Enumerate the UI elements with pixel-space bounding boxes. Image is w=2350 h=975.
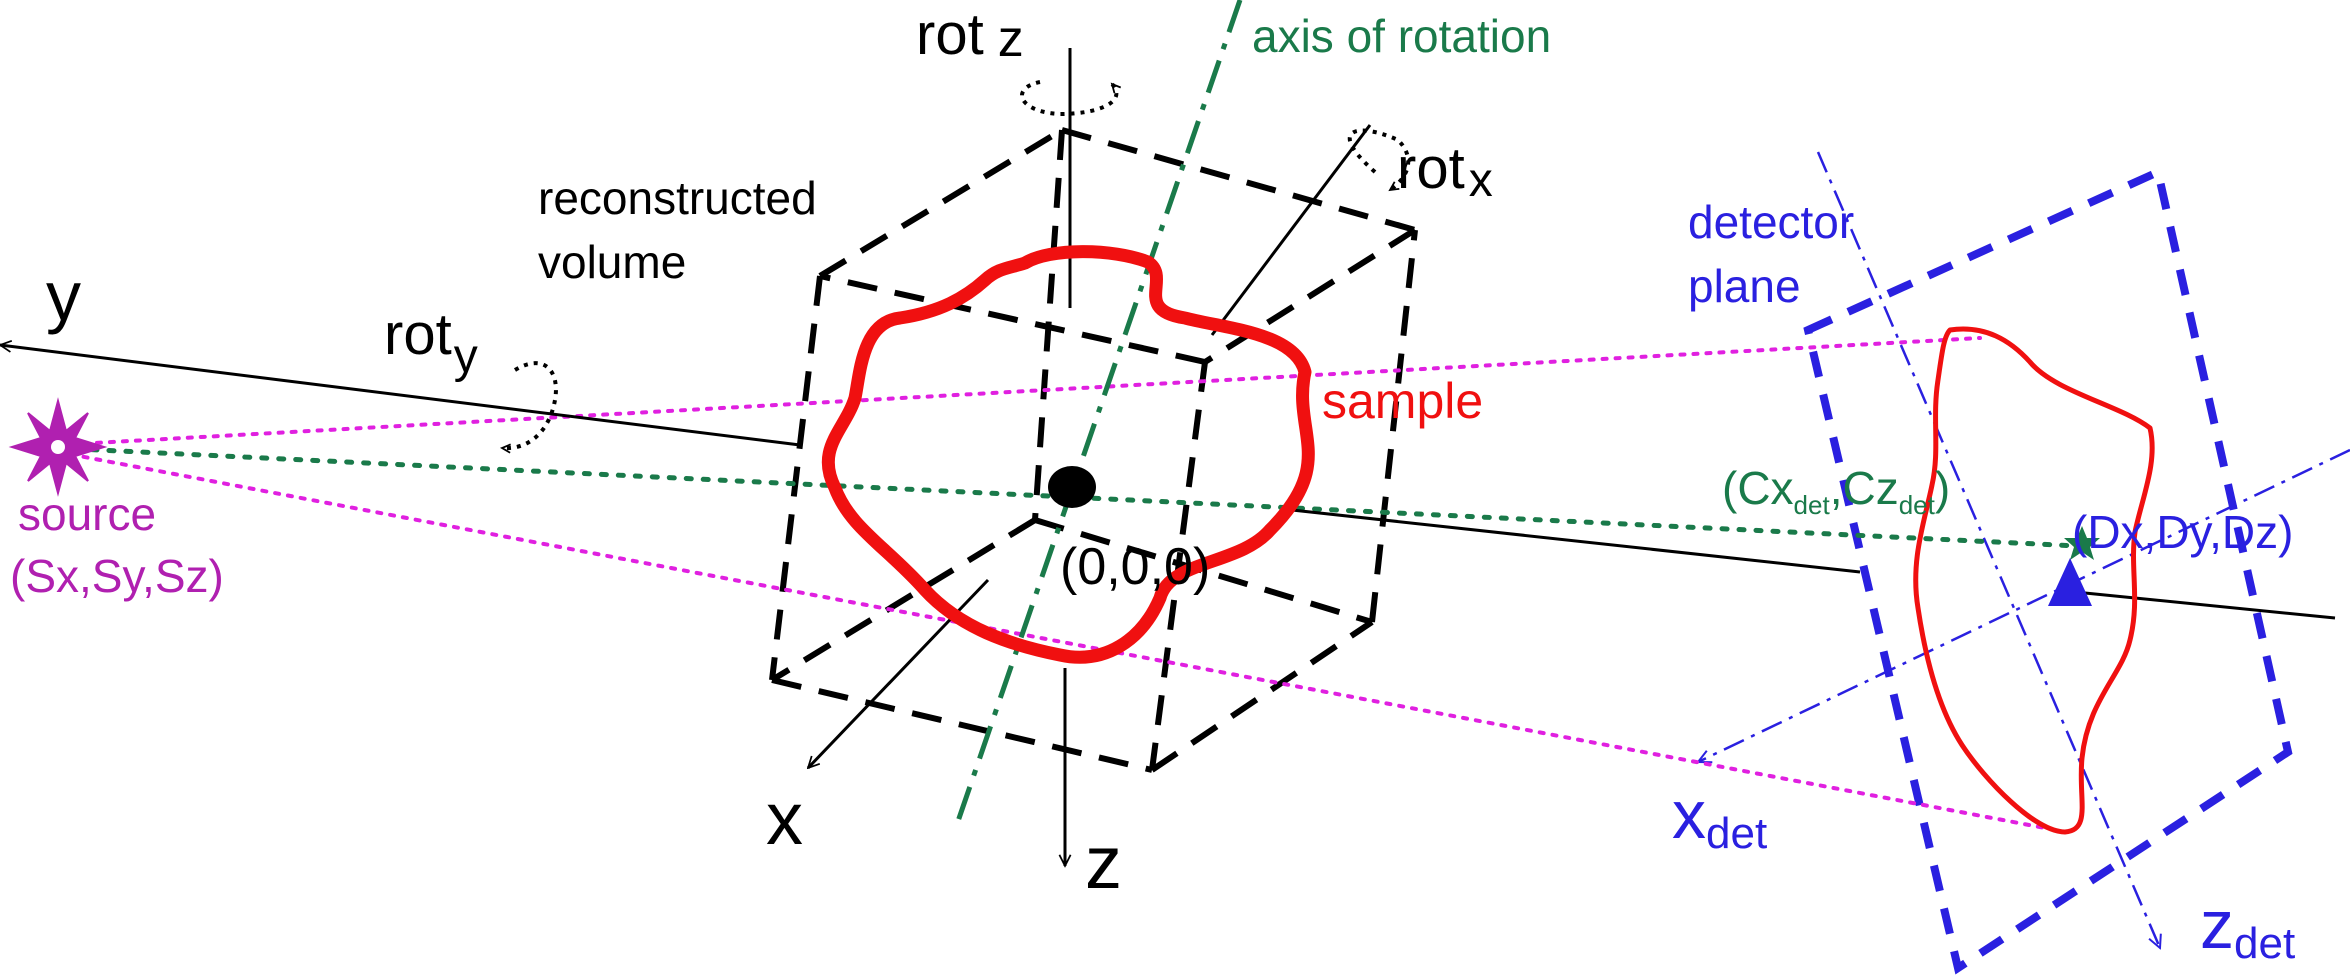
y-axis-line — [0, 345, 801, 447]
x-det-label: xdet — [1672, 777, 1767, 858]
origin-point — [1048, 466, 1096, 508]
x-axis-line-far — [1210, 124, 1372, 336]
detector-position-label: (Dx,Dy,Dz) — [2072, 506, 2293, 558]
sample-label: sample — [1322, 373, 1483, 429]
detector-z-axis — [1816, 151, 2160, 948]
detector-center-label: (Cxdet,Czdet) — [1722, 462, 1950, 520]
reconstructed-volume-label-1: reconstructed — [538, 172, 817, 224]
x-axis-label: x — [766, 777, 803, 860]
axis-of-rotation-label: axis of rotation — [1252, 10, 1551, 62]
reconstructed-volume-cube — [769, 127, 1418, 773]
detector-center-star-icon — [2064, 526, 2100, 560]
rot-x-label: rotx — [1397, 136, 1493, 207]
ray-top — [56, 336, 1982, 447]
reconstructed-volume-label-2: volume — [538, 236, 686, 288]
z-det-label: zdet — [2200, 887, 2295, 968]
detector-plane-label-1: detector — [1688, 196, 1854, 248]
rot-y-label: roty — [384, 302, 478, 383]
detector-position-triangle-icon — [2048, 558, 2092, 606]
y-axis-line-far — [1291, 508, 1861, 574]
detector-plane — [1803, 166, 2293, 975]
sample-shape — [821, 245, 1315, 664]
y-axis-line-detector — [2074, 590, 2336, 620]
z-axis-label: z — [1085, 821, 1122, 904]
source-star-icon — [8, 397, 108, 497]
axis-of-rotation-line — [952, 0, 1243, 831]
ray-center — [55, 445, 2081, 549]
detector-x-axis — [1698, 448, 2350, 762]
source-label-2: (Sx,Sy,Sz) — [10, 550, 224, 602]
rot-y-arrow-icon — [499, 361, 558, 454]
origin-label: (0,0,0) — [1060, 538, 1210, 596]
x-axis-line — [808, 578, 990, 768]
y-axis-label: y — [46, 257, 81, 335]
source-label-1: source — [18, 488, 156, 540]
sample-projection — [1913, 326, 2155, 835]
detector-plane-label-2: plane — [1688, 260, 1801, 312]
ray-bottom — [56, 450, 2047, 830]
